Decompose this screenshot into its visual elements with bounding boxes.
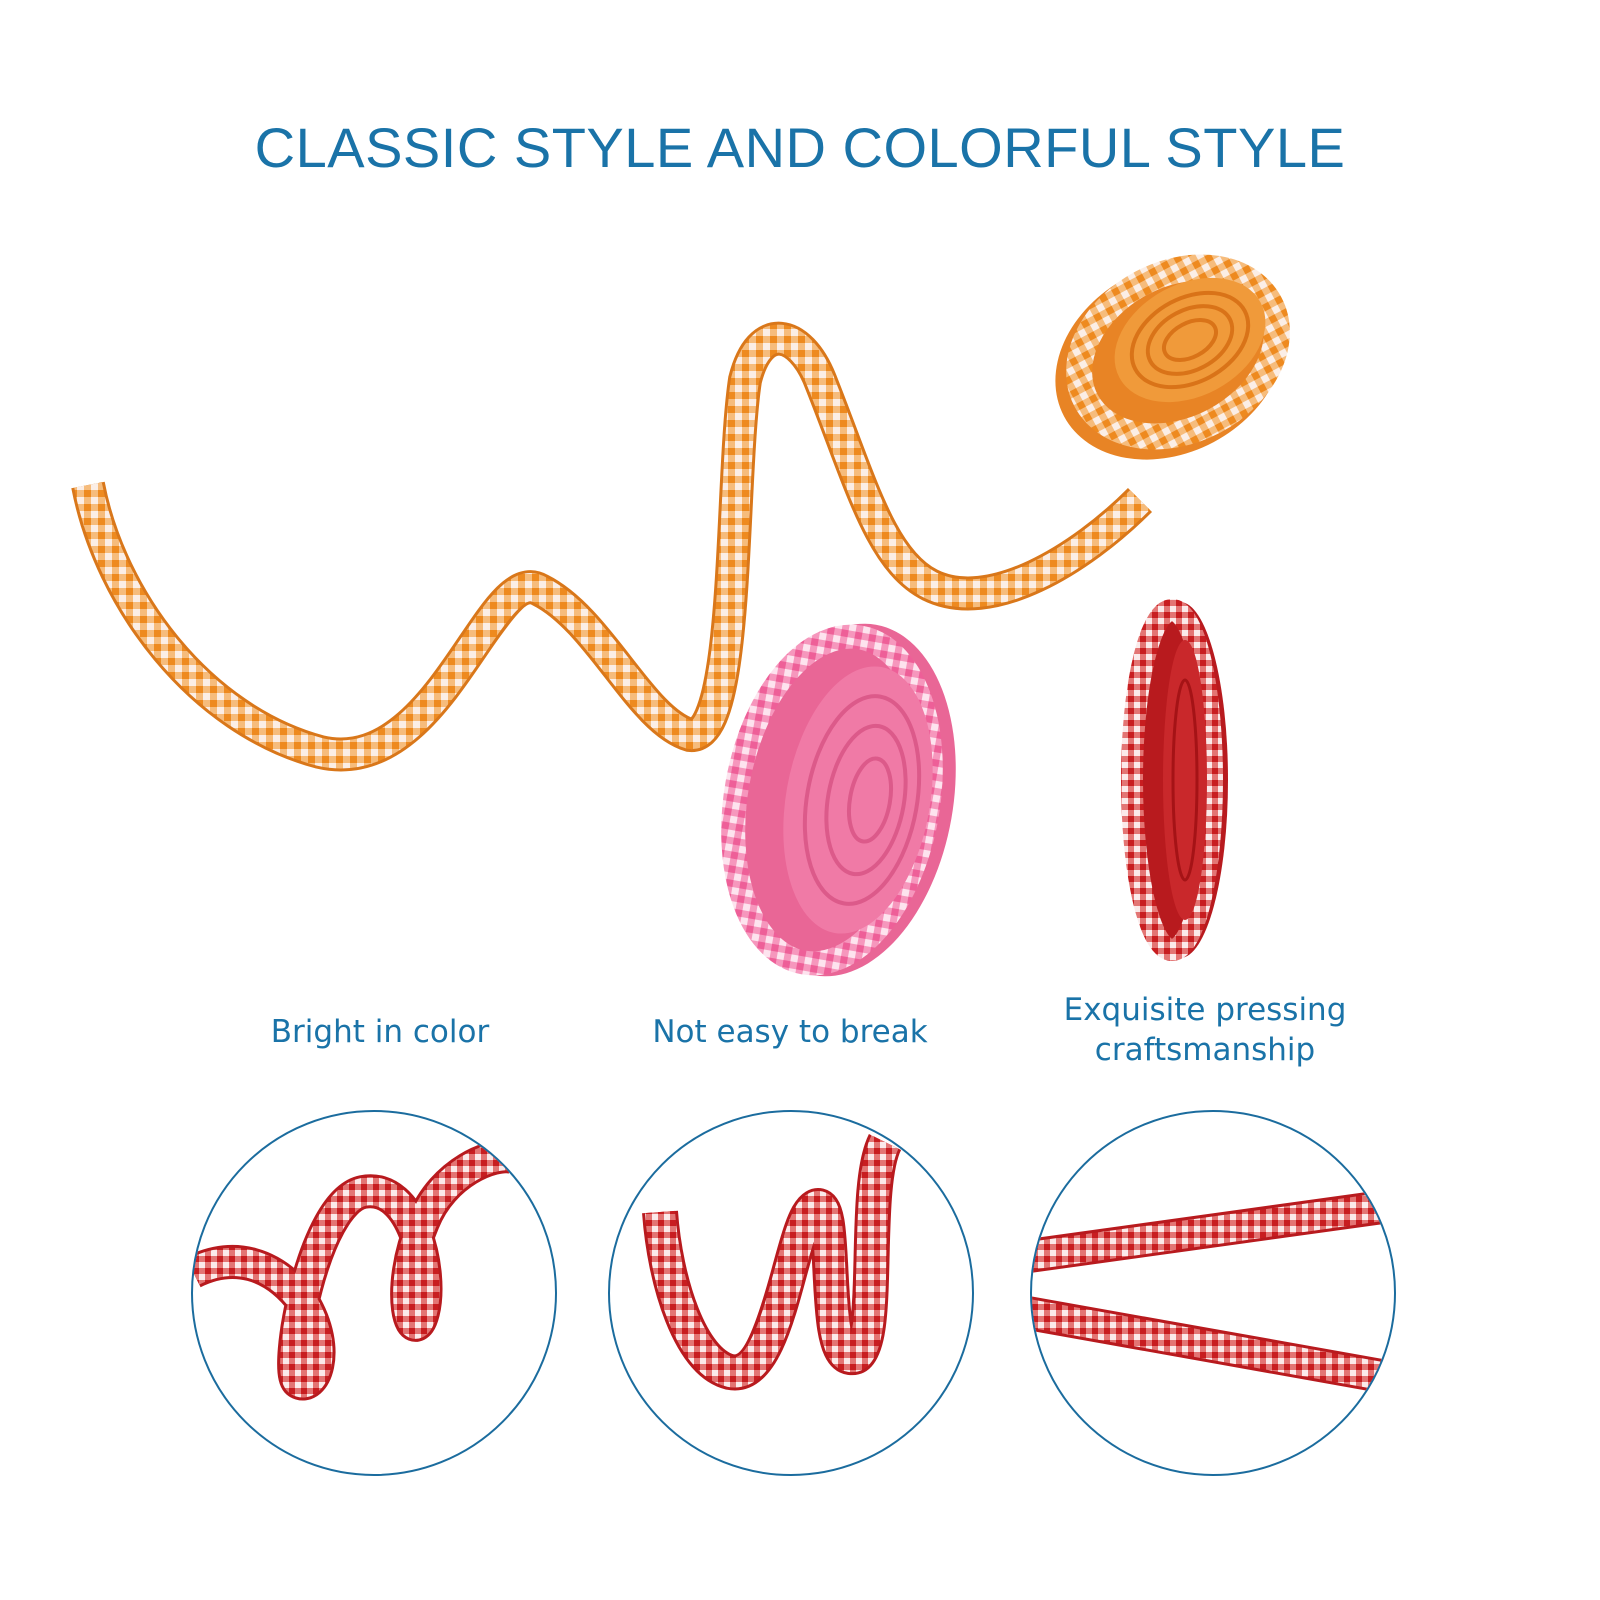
feature-caption-line: Exquisite pressing <box>1063 992 1347 1028</box>
ribbon-detail-image <box>193 1139 518 1401</box>
feature-caption-line: Bright in color <box>270 1014 490 1050</box>
orange-ribbon-roll <box>1055 254 1290 460</box>
detail-circle-craft <box>1030 1110 1396 1476</box>
page-title: CLASSIC STYLE AND COLORFUL STYLE <box>254 116 1346 179</box>
red-ribbon-roll <box>1121 599 1228 961</box>
ribbon-detail-image <box>1032 1188 1394 1396</box>
ribbon-detail-image <box>642 1133 902 1391</box>
orange-ribbon <box>71 321 1153 772</box>
feature-caption-strong: Not easy to break <box>600 1012 980 1052</box>
feature-caption-line: Not easy to break <box>652 1014 928 1050</box>
detail-circle-strong <box>608 1110 974 1476</box>
feature-caption-bright: Bright in color <box>190 1012 570 1052</box>
ribbon-strip-upper <box>1032 1188 1394 1273</box>
pink-ribbon-roll <box>721 623 956 977</box>
feature-caption-craft: Exquisite pressing craftsmanship <box>1005 990 1405 1070</box>
feature-caption-line: craftsmanship <box>1094 1032 1316 1068</box>
detail-circle-bright <box>191 1110 557 1476</box>
ribbon-strip-lower <box>1032 1296 1394 1396</box>
